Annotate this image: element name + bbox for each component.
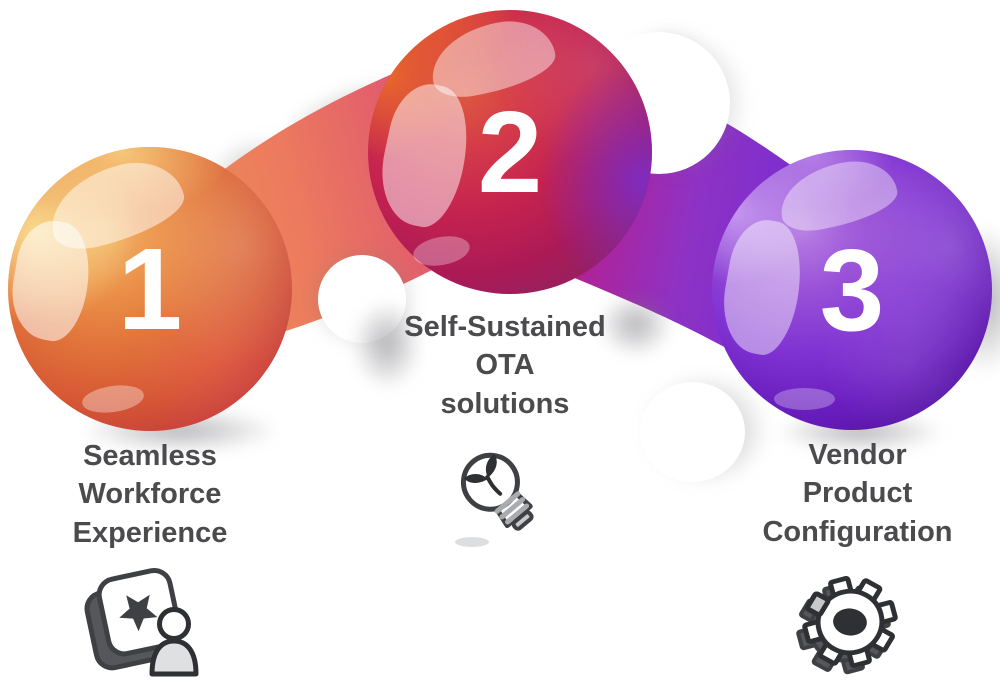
sphere-step-3: 3 bbox=[712, 150, 992, 430]
person-star-badge-icon bbox=[82, 562, 212, 687]
label-line: Vendor bbox=[808, 439, 907, 471]
sphere-step-1: 1 bbox=[3, 147, 292, 431]
gloss-highlight bbox=[773, 388, 836, 411]
sphere-rim-light bbox=[712, 150, 992, 430]
label-line: Seamless bbox=[83, 440, 217, 472]
step-number-1: 1 bbox=[117, 224, 183, 354]
soft-shadow-blob bbox=[598, 292, 673, 357]
label-line: Product bbox=[802, 477, 913, 510]
soft-shadow-blob bbox=[352, 300, 422, 390]
step-number-2: 2 bbox=[477, 87, 543, 217]
sphere-shading bbox=[712, 150, 992, 430]
step-2-label: Self-Sustained OTA solutions bbox=[355, 308, 655, 423]
white-glow-blob bbox=[640, 382, 745, 482]
gear-icon bbox=[793, 568, 908, 680]
label-line: OTA bbox=[475, 349, 535, 382]
label-line: Workforce bbox=[78, 478, 222, 511]
step-number-3: 3 bbox=[819, 225, 885, 355]
lightbulb-sprout-icon bbox=[440, 438, 565, 560]
label-line: Configuration bbox=[762, 515, 953, 548]
step-1-label: Seamless Workforce Experience bbox=[20, 437, 280, 552]
label-line: solutions bbox=[440, 387, 570, 420]
step-3-label: Vendor Product Configuration bbox=[715, 436, 1000, 551]
sphere-step-2: 2 bbox=[368, 10, 652, 294]
label-line: Self-Sustained bbox=[404, 311, 606, 343]
label-line: Experience bbox=[72, 516, 228, 549]
